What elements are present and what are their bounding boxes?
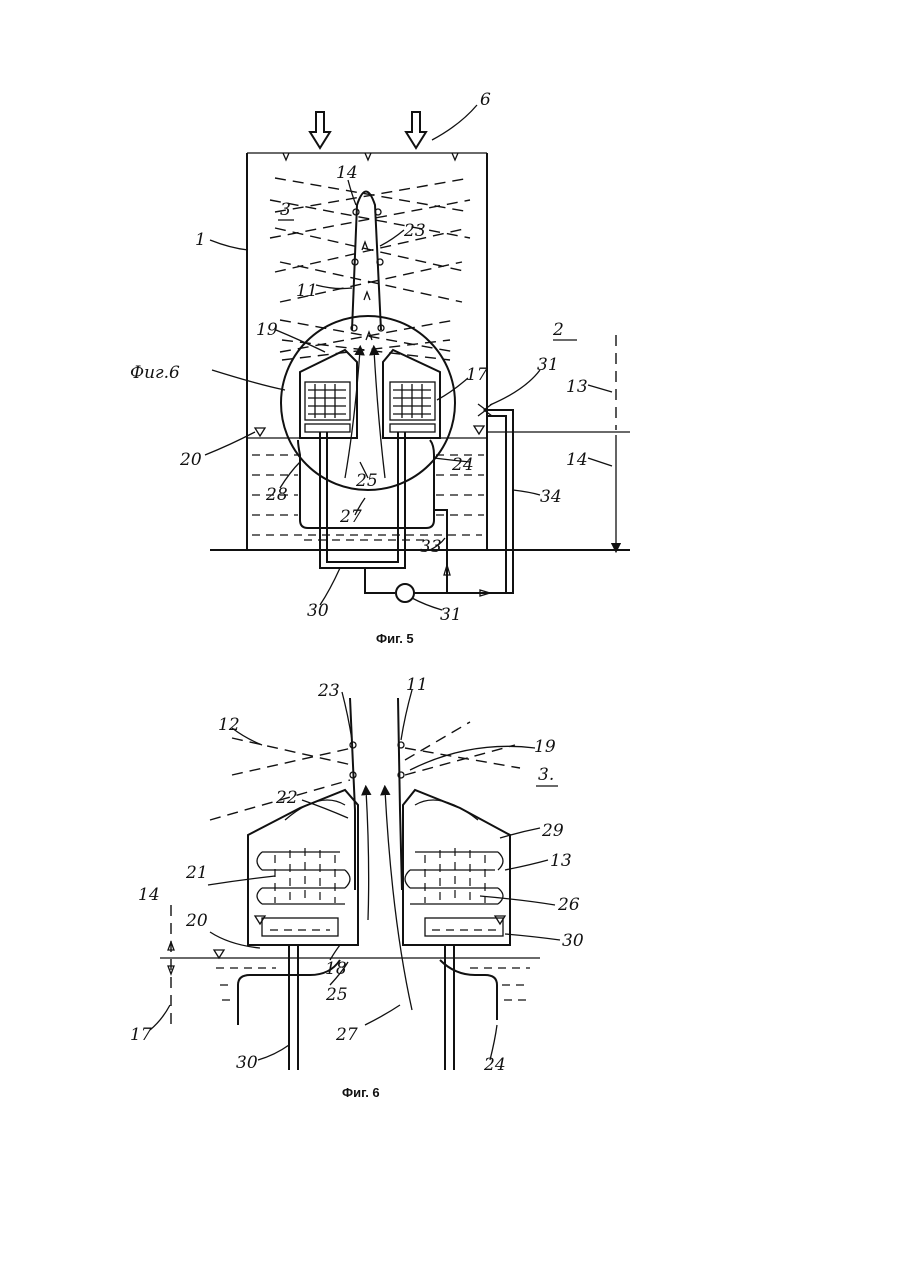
label-23: 23 xyxy=(403,221,426,241)
label-3: 3 xyxy=(280,200,291,220)
label-33: 33 xyxy=(420,537,442,557)
label-14-detail: 17 xyxy=(130,1025,152,1045)
label-11-detail: 11 xyxy=(406,675,428,695)
inflow-arrows xyxy=(310,112,426,148)
heat-exchanger-right-detail xyxy=(403,790,510,945)
pipes-detail xyxy=(289,945,454,1070)
label-19: 19 xyxy=(256,320,278,340)
label-24-detail: 24 xyxy=(483,1055,506,1075)
heat-exchanger-right xyxy=(383,350,440,438)
label-3-detail: 3. xyxy=(538,765,554,785)
figure-6: 23 11 12 19 3. 22 29 13 21 14 26 20 30 1… xyxy=(130,675,584,1100)
label-13: 13 xyxy=(566,377,588,397)
label-30-detail: 30 xyxy=(236,1053,258,1073)
label-25-detail: 25 xyxy=(325,985,348,1005)
piping xyxy=(320,404,513,602)
airflow-lines xyxy=(345,350,385,478)
label-12-detail: 12 xyxy=(218,715,240,735)
label-6: 6 xyxy=(480,90,491,110)
label-13-detail: 14 xyxy=(138,885,160,905)
label-29-detail: 30 xyxy=(562,931,584,951)
label-11: 11 xyxy=(296,281,318,301)
label-20: 20 xyxy=(179,450,202,470)
label-20-detail: 20 xyxy=(185,911,208,931)
label-26-detail: 26 xyxy=(557,895,580,915)
label-28: 28 xyxy=(265,485,288,505)
basin-detail xyxy=(160,950,540,1025)
label-24: 24 xyxy=(451,455,474,475)
label-1: 1 xyxy=(195,230,206,250)
callout-fig-6: Фиг.6 xyxy=(130,363,180,383)
label-19-detail: 19 xyxy=(534,737,556,757)
detail-circle xyxy=(281,316,455,490)
heat-exchanger-left xyxy=(300,350,357,438)
label-21-detail: 21 xyxy=(185,863,208,883)
label-30: 30 xyxy=(307,601,329,621)
label-28-detail: 29 xyxy=(541,821,564,841)
label-18-detail: 18 xyxy=(325,959,347,979)
label-14: 14 xyxy=(566,450,588,470)
label-27-detail: 27 xyxy=(335,1025,358,1045)
label-27: 27 xyxy=(339,507,362,527)
label-22-detail: 22 xyxy=(275,788,298,808)
figure-6-labels: 23 11 12 19 3. 22 29 13 21 14 26 20 30 1… xyxy=(130,675,584,1075)
label-31: 31 xyxy=(440,605,462,625)
spray-pattern-detail xyxy=(210,722,520,820)
heat-exchanger-left-detail xyxy=(248,790,358,945)
label-17-detail: 13 xyxy=(550,851,572,871)
label-17: 17 xyxy=(466,365,488,385)
label-12: 14 xyxy=(336,163,358,183)
figure-5: 6 1 14 3 23 11 19 2 Фиг.6 17 31 13 20 24… xyxy=(130,90,630,646)
water-surface xyxy=(247,426,630,540)
spray-pattern xyxy=(270,178,470,360)
label-23-detail: 23 xyxy=(317,681,340,701)
label-25: 25 xyxy=(355,471,378,491)
label-2: 2 xyxy=(552,320,564,340)
label-34: 34 xyxy=(540,487,562,507)
label-32: 31 xyxy=(537,355,559,375)
figure-6-caption: Фиг. 6 xyxy=(342,1085,380,1100)
figure-5-caption: Фиг. 5 xyxy=(376,631,414,646)
airflow-detail xyxy=(366,790,412,1010)
